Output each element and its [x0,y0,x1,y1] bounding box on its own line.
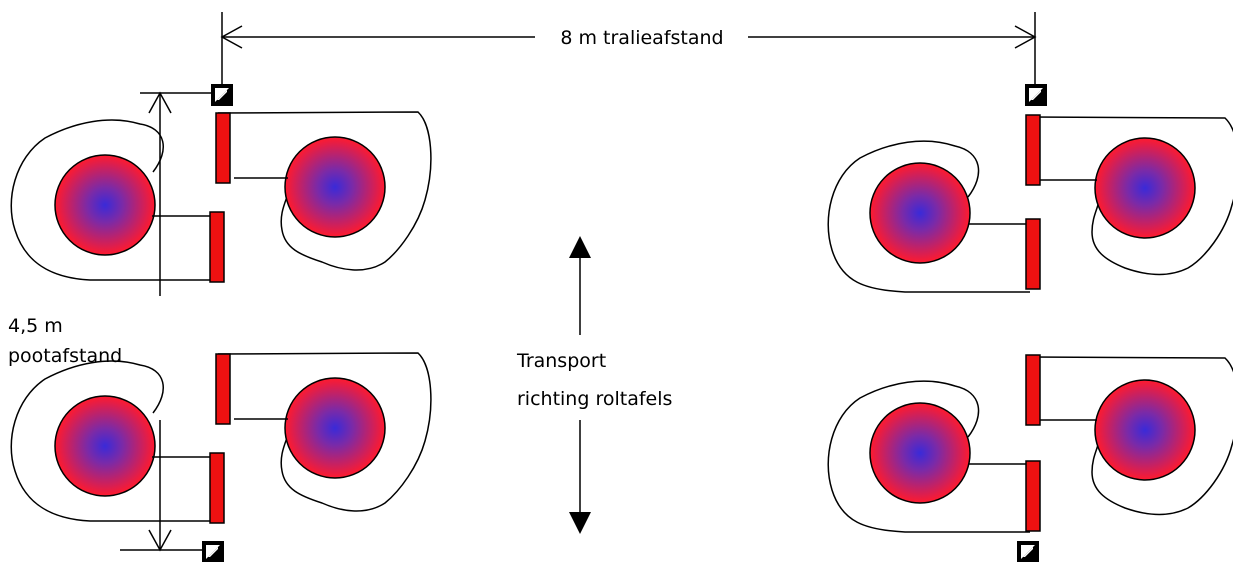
plant-pot [1094,379,1196,481]
root-zone-outline [827,380,1030,533]
plant-pot [1094,137,1196,239]
support-post [215,112,231,184]
leg-spacing-dimension: 4,5 m pootafstand [8,91,212,552]
truss-leg-square-icon [1017,541,1039,562]
plant-pot [54,395,156,497]
plant-pot [284,136,386,238]
plant-group-bottom-left [10,352,432,524]
plant-pot [869,162,971,264]
plant-pot [869,402,971,504]
support-post [209,211,225,283]
truss-leg-square-icon [1025,84,1047,106]
plant-group-bottom-right [827,354,1233,533]
root-zone-outline [10,119,218,281]
root-zone-outline [1029,356,1233,516]
transport-label-line1: Transport [516,350,606,372]
leg-spacing-value-label: 4,5 m [8,315,63,337]
truss-leg-square-icon [211,84,233,106]
plant-pot [284,377,386,479]
plant-group-top-right [827,114,1233,293]
transport-direction-arrow: Transport richting roltafels [516,236,672,534]
root-zone-outline [217,352,432,512]
support-post [209,452,225,524]
plant-group-top-left [10,111,432,283]
support-post [1025,114,1041,186]
support-post [1025,460,1041,532]
support-post [1025,354,1041,426]
support-post [1025,218,1041,290]
root-zone-outline [1029,116,1233,276]
transport-label-line2: richting roltafels [517,388,672,410]
truss-spacing-dimension: 8 m tralieafstand [220,12,1037,90]
plant-pot [54,154,156,256]
truss-leg-square-icon [202,541,224,562]
truss-spacing-label: 8 m tralieafstand [560,27,723,49]
root-zone-outline [827,140,1030,293]
root-zone-outline [217,111,432,271]
support-post [215,353,231,425]
root-zone-outline [10,360,218,522]
leg-spacing-word-label: pootafstand [8,345,122,367]
